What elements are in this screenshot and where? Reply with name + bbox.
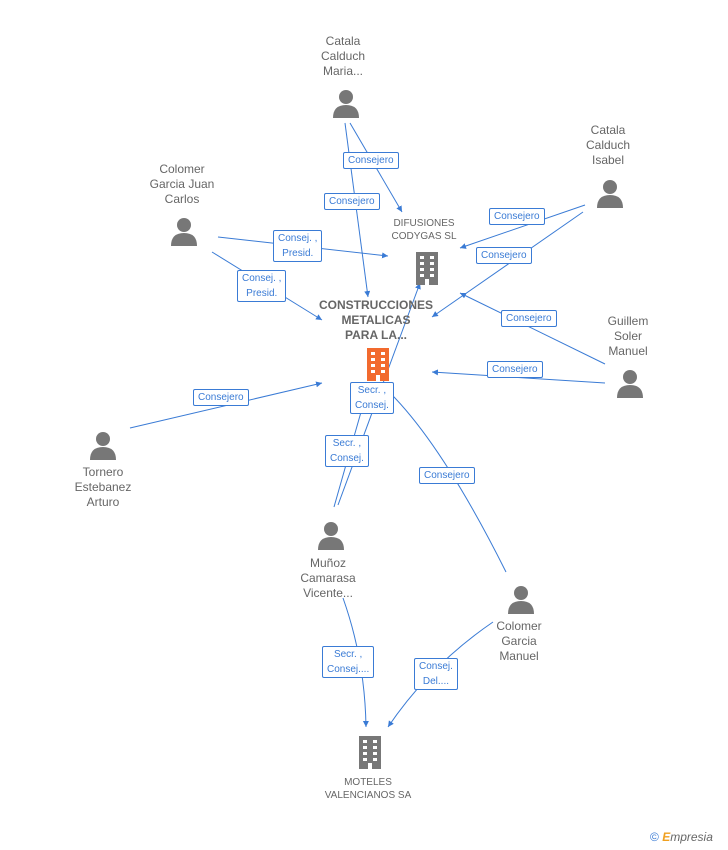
- edge-label-line: Consejero: [329, 196, 375, 207]
- brand-logo-initial: E: [662, 830, 671, 844]
- brand-footer[interactable]: © Empresia: [650, 830, 713, 844]
- person-icon[interactable]: [331, 88, 361, 118]
- edge-colomer-manuel-construcciones: [384, 387, 507, 573]
- person-icon[interactable]: [506, 584, 536, 614]
- edge-label-consejero[interactable]: Consejero: [476, 247, 532, 264]
- edge-label-consej-del[interactable]: Consej. Del....: [414, 658, 458, 690]
- edge-label-consejero[interactable]: Consejero: [193, 389, 249, 406]
- edge-label-consejero[interactable]: Consejero: [501, 310, 557, 327]
- node-label-construcciones[interactable]: CONSTRUCCIONES METALICAS PARA LA...: [316, 298, 436, 343]
- person-icon[interactable]: [595, 178, 625, 208]
- label-line: CODYGAS SL: [391, 231, 457, 242]
- edge-catala-isabel-difusiones: [459, 204, 586, 249]
- person-icon[interactable]: [316, 520, 346, 550]
- edge-label-consejero[interactable]: Consejero: [487, 361, 543, 378]
- label-line: Tornero: [82, 465, 124, 479]
- label-line: Garcia Juan: [149, 177, 215, 191]
- node-label-colomer-manuel[interactable]: Colomer Garcia Manuel: [459, 619, 579, 664]
- edge-guillem-difusiones: [459, 292, 606, 365]
- edge-label-consejero[interactable]: Consejero: [419, 467, 475, 484]
- edge-label-consej-presid[interactable]: Consej. , Presid.: [237, 270, 287, 302]
- label-line: DIFUSIONES: [393, 218, 455, 229]
- label-line: Calduch: [320, 49, 366, 63]
- label-line: Garcia: [501, 634, 537, 648]
- edge-catala-isabel-construcciones: [431, 211, 584, 318]
- edge-label-line: Consej....: [327, 664, 370, 675]
- label-line: Guillem: [607, 314, 649, 328]
- building-icon-highlighted[interactable]: [364, 347, 392, 381]
- edge-label-line: Consejero: [481, 250, 527, 261]
- edge-label-line: Consej.: [330, 453, 364, 464]
- label-line: Catala: [590, 123, 626, 137]
- edge-label-secr-consej[interactable]: Secr. , Consej.: [325, 435, 369, 467]
- edge-label-line: Consej. ,: [242, 273, 282, 284]
- label-line: Calduch: [585, 138, 631, 152]
- label-line: VALENCIANOS SA: [324, 790, 412, 801]
- edge-label-line: Consejero: [492, 364, 538, 375]
- edge-label-secr-consej[interactable]: Secr. , Consej....: [322, 646, 375, 678]
- label-line: Arturo: [86, 495, 120, 509]
- label-line: Muñoz: [309, 556, 347, 570]
- edge-label-line: Consej.: [419, 661, 453, 672]
- label-line: Vicente...: [303, 586, 353, 600]
- label-line: Catala: [325, 34, 361, 48]
- edge-label-consej-presid[interactable]: Consej. , Presid.: [273, 230, 323, 262]
- edge-label-secr-consej[interactable]: Secr. , Consej.: [350, 382, 394, 414]
- node-label-munoz[interactable]: Muñoz Camarasa Vicente...: [268, 556, 388, 601]
- node-label-catala-maria[interactable]: Catala Calduch Maria...: [283, 34, 403, 79]
- edge-label-consejero[interactable]: Consejero: [343, 152, 399, 169]
- label-line: Manuel: [499, 649, 539, 663]
- person-icon[interactable]: [615, 368, 645, 398]
- copyright-icon: ©: [650, 830, 659, 844]
- person-icon[interactable]: [88, 430, 118, 460]
- node-label-moteles[interactable]: MOTELES VALENCIANOS SA: [308, 776, 428, 802]
- label-line: CONSTRUCCIONES: [318, 298, 433, 312]
- edge-label-line: Consejero: [506, 313, 552, 324]
- label-line: MOTELES: [344, 777, 392, 788]
- label-line: Colomer: [496, 619, 542, 633]
- building-icon[interactable]: [413, 251, 441, 285]
- edge-label-line: Consejero: [424, 470, 470, 481]
- brand-logo-text: mpresia: [670, 830, 713, 844]
- edge-label-line: Secr. ,: [333, 649, 363, 660]
- label-line: METALICAS: [341, 313, 411, 327]
- label-line: Carlos: [164, 192, 200, 206]
- edge-catala-maria-construcciones: [344, 122, 371, 298]
- edge-label-line: Consej. ,: [278, 233, 318, 244]
- node-label-tornero[interactable]: Tornero Estebanez Arturo: [43, 465, 163, 510]
- edge-label-line: Presid.: [282, 248, 314, 259]
- node-label-difusiones[interactable]: DIFUSIONES CODYGAS SL: [364, 217, 484, 243]
- edge-label-line: Presid.: [246, 288, 278, 299]
- label-line: Estebanez: [74, 480, 132, 494]
- label-line: Manuel: [608, 344, 648, 358]
- node-label-guillem[interactable]: Guillem Soler Manuel: [568, 314, 688, 359]
- edge-label-line: Secr. ,: [357, 385, 387, 396]
- edge-label-line: Consejero: [198, 392, 244, 403]
- edge-label-line: Consej.: [355, 400, 389, 411]
- edge-label-consejero[interactable]: Consejero: [489, 208, 545, 225]
- label-line: PARA LA...: [345, 328, 407, 342]
- label-line: Colomer: [159, 162, 205, 176]
- node-label-catala-isabel[interactable]: Catala Calduch Isabel: [548, 123, 668, 168]
- label-line: Maria...: [322, 64, 363, 78]
- person-icon[interactable]: [169, 216, 199, 246]
- edge-label-line: Consejero: [494, 211, 540, 222]
- node-label-colomer-juan[interactable]: Colomer Garcia Juan Carlos: [122, 162, 242, 207]
- label-line: Isabel: [591, 153, 625, 167]
- edge-label-line: Consejero: [348, 155, 394, 166]
- edge-label-line: Del....: [422, 676, 450, 687]
- label-line: Camarasa: [300, 571, 356, 585]
- edge-label-line: Secr. ,: [332, 438, 362, 449]
- building-icon[interactable]: [356, 735, 384, 769]
- label-line: Soler: [613, 329, 642, 343]
- edge-label-consejero[interactable]: Consejero: [324, 193, 380, 210]
